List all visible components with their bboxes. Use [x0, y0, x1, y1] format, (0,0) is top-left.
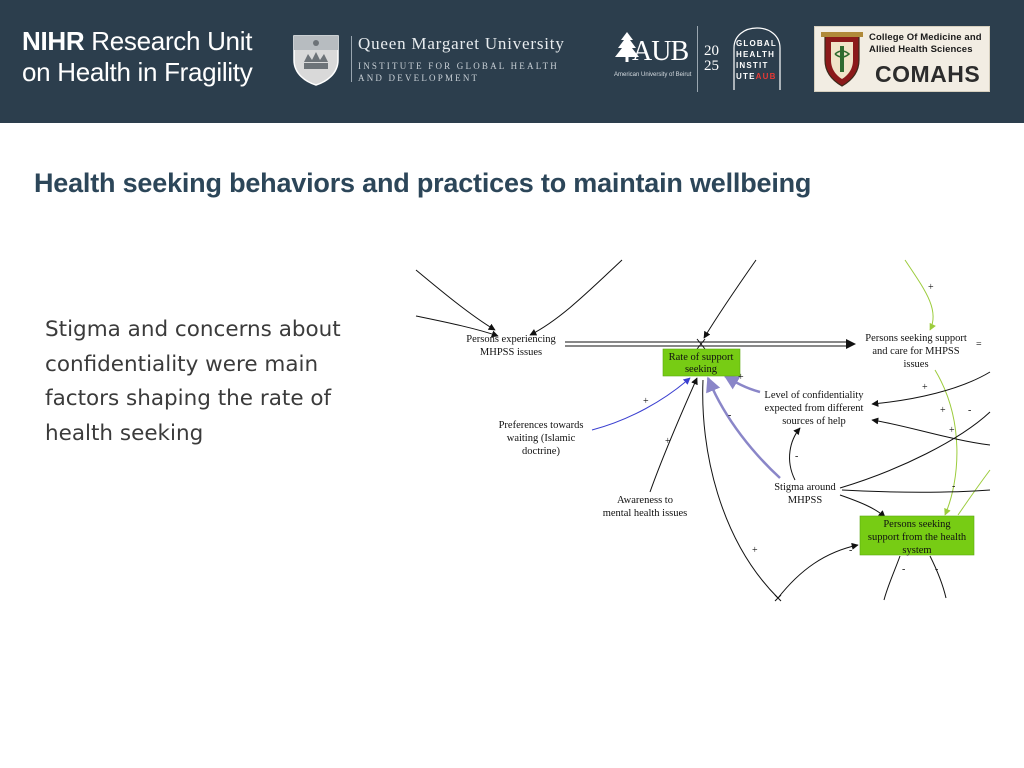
ghi-line-1: GLOBAL [736, 39, 777, 48]
qmu-divider [351, 36, 352, 82]
node-stigma-l2: MHPSS [788, 495, 823, 506]
header-banner: NIHR Research Unit on Health in Fragilit… [0, 0, 1024, 123]
node-health-system-l2: support from the health [868, 532, 967, 543]
node-health-system-l3: system [902, 545, 931, 556]
link-right-to-stigma-2 [841, 489, 991, 493]
ghi-text: GLOBAL HEALTH INSTIT UTEAUB [736, 38, 777, 82]
node-confidentiality-l3: sources of help [782, 416, 846, 427]
link-health-system-down-1 [883, 555, 901, 601]
qmu-logo: Queen Margaret University INSTITUTE FOR … [290, 30, 590, 90]
sign-minus-right-3: - [952, 481, 955, 492]
comahs-word: COMAHS [875, 61, 981, 87]
node-rate-box [662, 348, 741, 377]
comahs-college: College Of Medicine and Allied Health Sc… [869, 32, 982, 56]
link-rate-to-bottom [702, 379, 779, 599]
link-awareness-to-rate [649, 377, 698, 493]
ghi-line-2: HEALTH [736, 50, 776, 59]
bottom-x-mark [774, 594, 782, 602]
link-right-to-confidentiality [871, 371, 991, 407]
sign-equals: = [976, 339, 982, 350]
node-rate-l2: seeking [685, 364, 718, 375]
node-preferences-l2: waiting (Islamic [507, 433, 576, 444]
nihr-brand: NIHR Research Unit on Health in Fragilit… [22, 26, 253, 88]
link-preferences-to-rate [591, 377, 691, 431]
slide-title: Health seeking behaviors and practices t… [34, 168, 812, 198]
node-persons-experiencing-l1: Persons experiencing [466, 334, 556, 345]
link-top-center [529, 259, 623, 336]
node-confidentiality-l2: expected from different [765, 403, 864, 414]
link-confidentiality-to-rate [723, 374, 761, 394]
link-bottom-to-health-system [777, 542, 859, 599]
brand-line1-rest: Research Unit [84, 26, 253, 56]
node-health-system-box [859, 515, 975, 556]
node-preferences-l1: Preferences towards [499, 420, 584, 431]
node-stigma-l1: Stigma around [774, 482, 836, 493]
sign-plus-right-1: + [940, 405, 946, 416]
sign-plus-awareness: + [665, 436, 671, 447]
green-link-top-right [904, 259, 936, 331]
qmu-sub-line2: AND DEVELOPMENT [358, 73, 480, 83]
sign-plus-top-right: + [928, 282, 934, 293]
comahs-logo: College Of Medicine and Allied Health Sc… [814, 26, 990, 92]
flow-arrowhead [846, 339, 856, 349]
link-right-to-confidentiality-2 [871, 417, 991, 446]
aub-logo: AUB American University of Beirut 20 25 … [608, 26, 788, 96]
flow-valve [696, 338, 706, 350]
node-confidentiality-l1: Level of confidentiality [764, 390, 864, 401]
sign-minus-health-system-1: - [902, 564, 905, 575]
node-health-system-l1: Persons seeking [883, 519, 951, 530]
node-preferences-l3: doctrine) [522, 446, 560, 457]
link-stigma-to-rate [706, 376, 781, 479]
green-link-to-health-system [934, 369, 958, 516]
sign-minus-stigma: - [795, 451, 798, 462]
year-top: 20 [704, 43, 719, 59]
green-link-right-edge [957, 469, 991, 516]
node-persons-experiencing-l2: MHPSS issues [480, 347, 542, 358]
link-top-to-rate [703, 259, 757, 339]
link-health-system-down-2 [929, 555, 947, 599]
ghi-ute: UTE [736, 72, 756, 81]
node-rate-l1: Rate of support [669, 352, 734, 363]
sign-minus-confidentiality: - [728, 410, 731, 421]
node-seeking-care-l1: Persons seeking support [865, 333, 967, 344]
qmu-name: Queen Margaret University [358, 34, 565, 53]
sign-minus-right-1: - [968, 405, 971, 416]
link-stigma-to-health-system [839, 494, 886, 518]
aub-divider [697, 26, 698, 92]
slide-body-text: Stigma and concerns about confidentialit… [45, 317, 341, 446]
node-seeking-care-l2: and care for MHPSS [872, 346, 959, 357]
aub-year: 20 25 [704, 44, 719, 74]
sign-plus-preferences: + [643, 396, 649, 407]
cedar-icon [615, 32, 639, 62]
node-awareness-l1: Awareness to [617, 495, 673, 506]
sign-minus-health-system-2: - [935, 564, 938, 575]
qmu-subtitle: INSTITUTE FOR GLOBAL HEALTH AND DEVELOPM… [358, 60, 559, 84]
link-right-to-stigma [839, 411, 991, 489]
ghi-line-4: UTEAUB [736, 71, 777, 82]
sign-plus-rate-right: + [738, 372, 744, 383]
link-top-left-1 [415, 269, 496, 331]
aub-text: AUB [632, 36, 689, 67]
brand-bold: NIHR [22, 26, 85, 56]
year-bottom: 25 [704, 58, 719, 74]
sign-minus-health-system-left: - [849, 545, 852, 556]
node-awareness-l2: mental health issues [603, 508, 688, 519]
comahs-line2: Allied Health Sciences [869, 44, 973, 55]
sign-plus-confidentiality-top: + [922, 382, 928, 393]
node-seeking-care-l3: issues [903, 359, 928, 370]
ghi-line-3: INSTIT [736, 61, 769, 70]
ghi-aub-red: AUB [755, 72, 777, 81]
comahs-crest-icon [821, 32, 863, 87]
sign-plus-right-2: + [949, 425, 955, 436]
brand-line2: on Health in Fragility [22, 57, 253, 87]
qmu-sub-line1: INSTITUTE FOR GLOBAL HEALTH [358, 61, 559, 71]
sign-plus-bottom: + [752, 545, 758, 556]
link-top-left-2 [415, 315, 499, 338]
ghi-arch-icon [733, 27, 781, 90]
qmu-shield-icon [293, 35, 339, 86]
aub-subtext: American University of Beirut [614, 72, 692, 78]
link-stigma-to-confidentiality [789, 427, 801, 481]
comahs-line1: College Of Medicine and [869, 32, 982, 43]
